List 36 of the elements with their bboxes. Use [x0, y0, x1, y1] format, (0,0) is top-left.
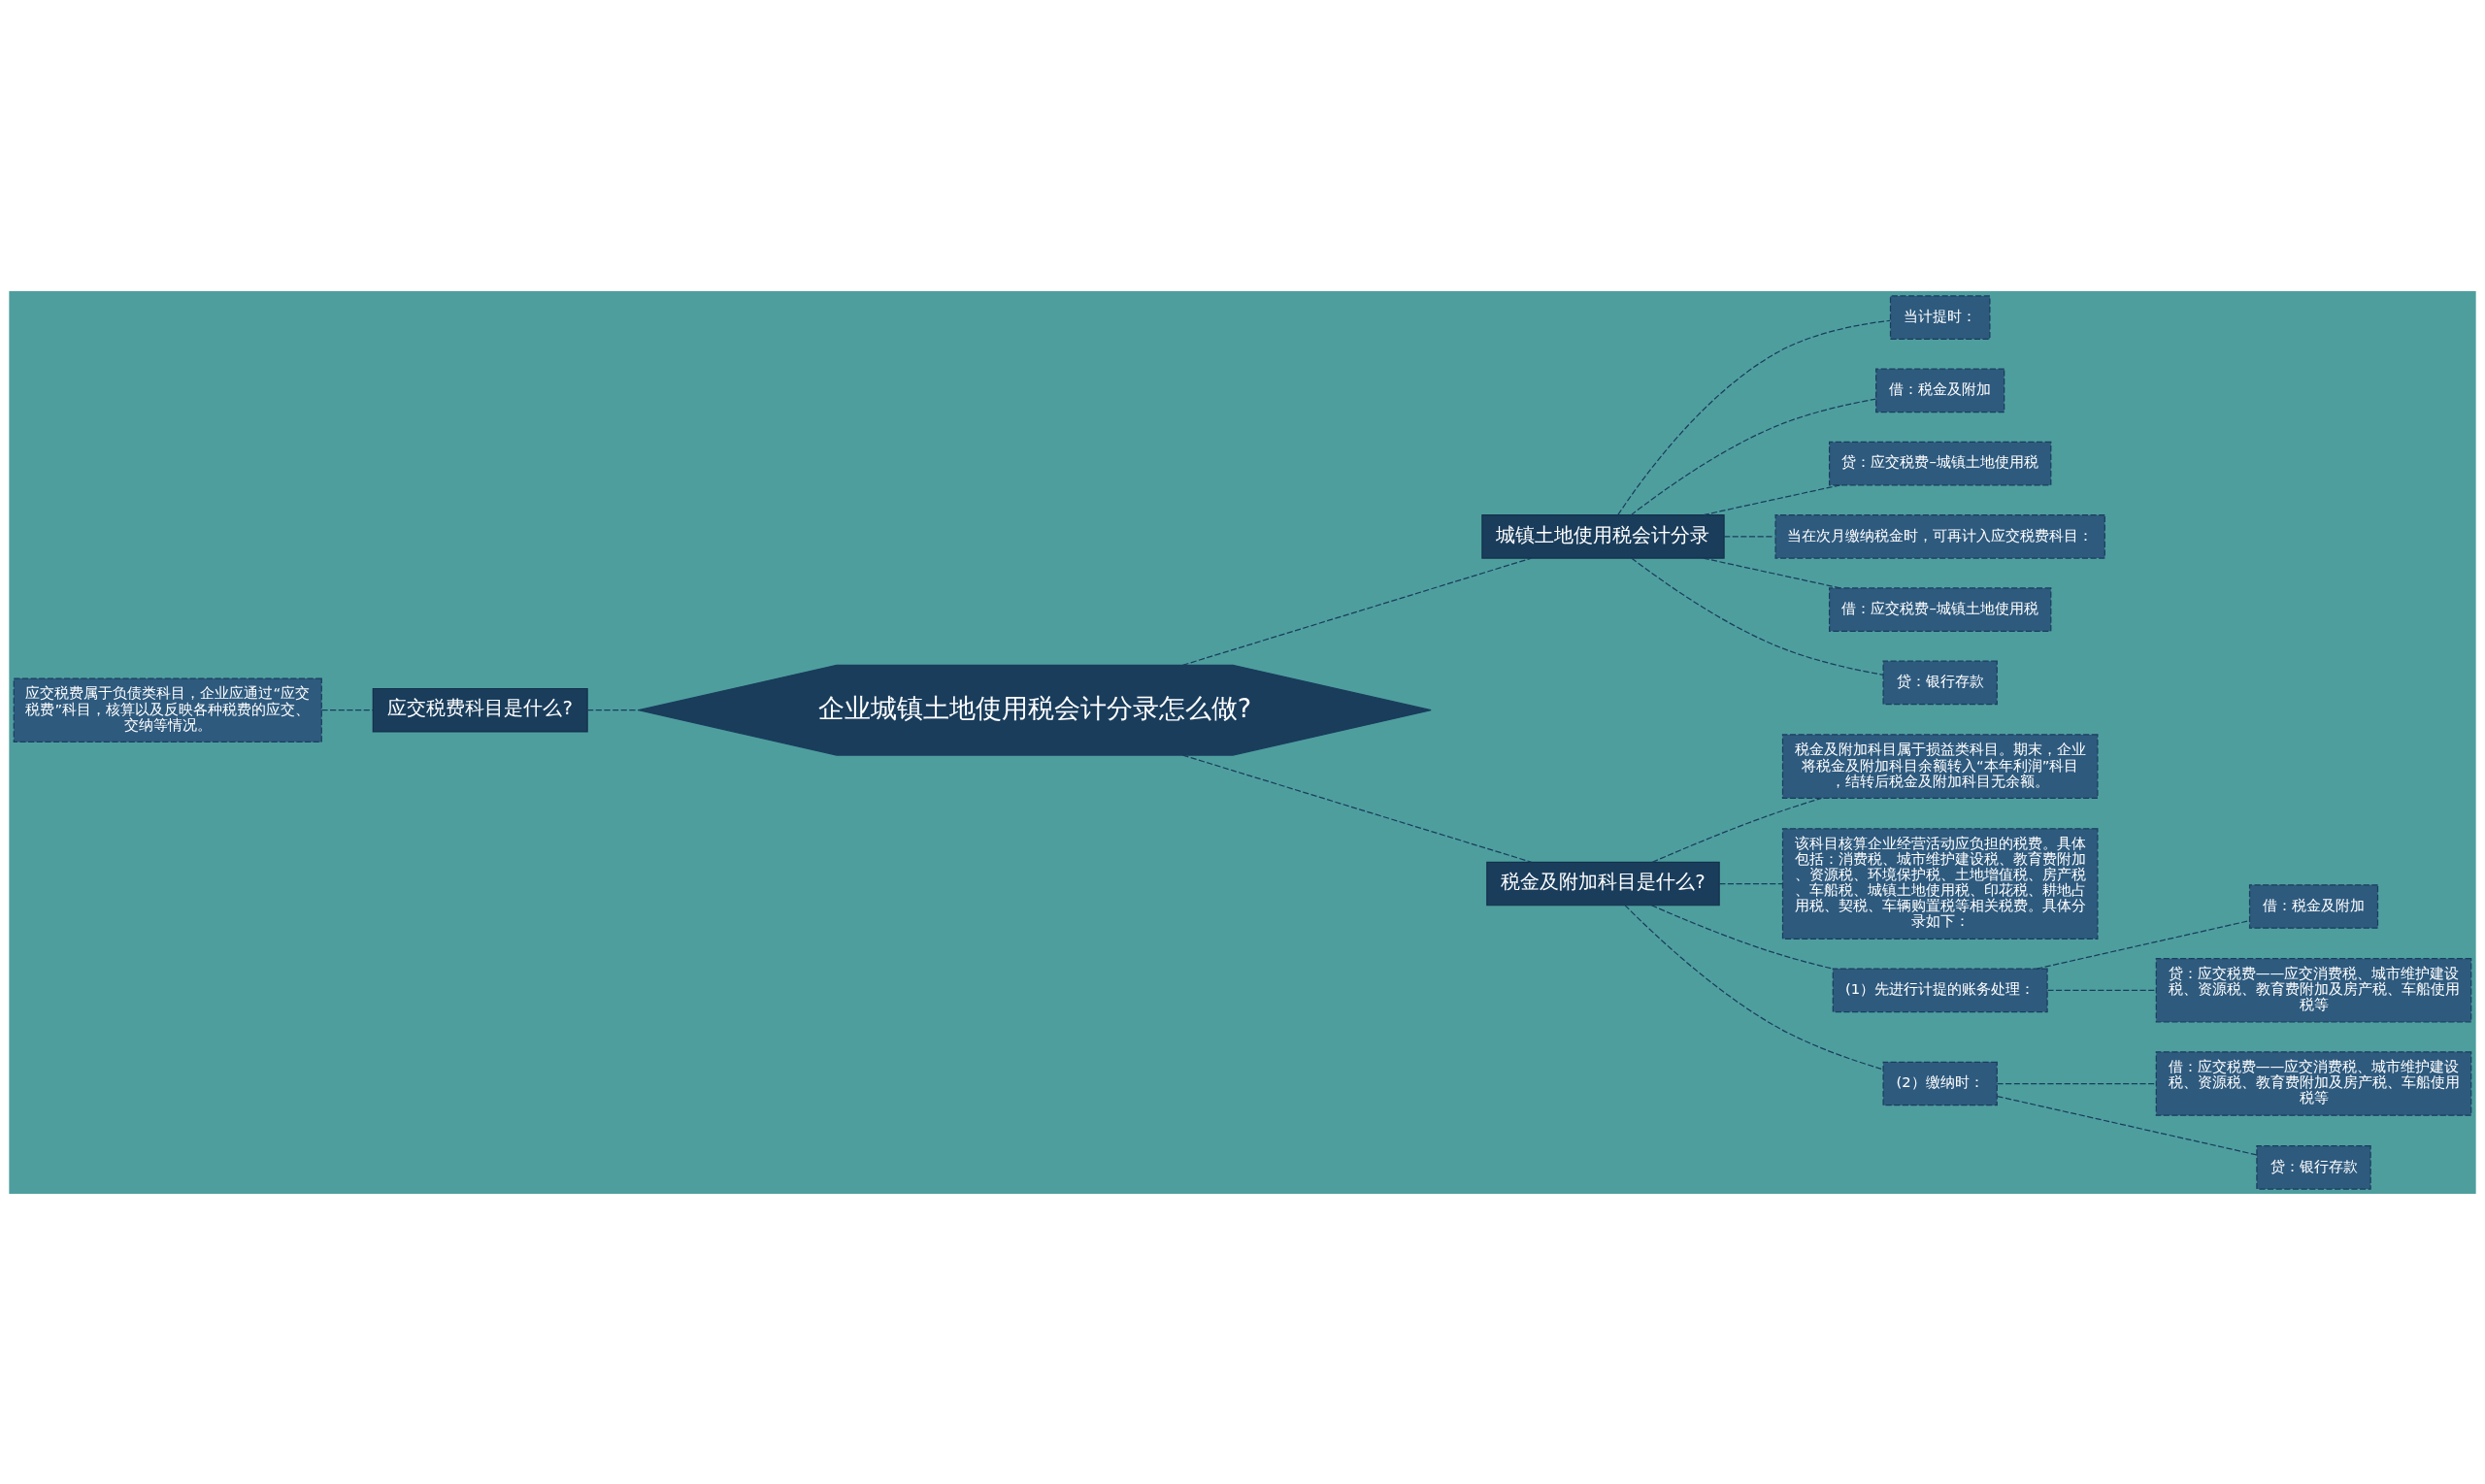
node-box: 贷：应交税费——应交消费税、城市维护建设税、资源税、教育费附加及房产税、车船使用税等: [2155, 957, 2472, 1023]
node-box: 借：应交税费–城镇土地使用税: [1829, 586, 2052, 632]
node-box: 税金及附加科目属于损益类科目。期末，企业将税金及附加科目余额转入“本年利润”科目，结转后税金及附加科目无余额。: [1781, 733, 2099, 799]
connector: [1703, 557, 1841, 588]
connector: [1723, 535, 1776, 537]
connector: [1650, 904, 1834, 970]
node-box: 应交税费科目是什么?: [372, 687, 588, 732]
connector: [586, 709, 640, 710]
node-box: 借：税金及附加: [1875, 368, 2005, 412]
connector: [1624, 904, 1884, 1070]
connector: [1181, 754, 1533, 863]
connector: [1718, 882, 1783, 884]
connector: [1181, 557, 1533, 666]
node-box: 应交税费属于负债类科目，企业应通过“应交税费”科目，核算以及反映各种税费的应交、交纳等情况。: [13, 676, 322, 742]
node-box: 税金及附加科目是什么?: [1486, 861, 1720, 906]
node-box: 借：应交税费——应交消费税、城市维护建设税、资源税、教育费附加及房产税、车船使用税等: [2155, 1050, 2472, 1116]
connector: [1630, 397, 1877, 515]
connector: [1617, 319, 1891, 515]
node-box: 借：税金及附加: [2248, 883, 2379, 929]
connector: [1703, 483, 1841, 515]
connector: [1996, 1082, 2157, 1084]
connector: [2036, 919, 2250, 970]
connector: [2046, 989, 2157, 991]
node-box: 当在次月缴纳税金时，可再计入应交税费科目：: [1774, 513, 2105, 559]
connector: [1631, 557, 1884, 676]
connector: [1996, 1095, 2258, 1155]
connector: [1651, 797, 1823, 863]
node-box: 贷：银行存款: [2256, 1144, 2371, 1190]
node-box: 城镇土地使用税会计分录: [1481, 513, 1725, 559]
node-box: 贷：银行存款: [1882, 660, 1998, 705]
node-box: 当计提时：: [1889, 294, 1991, 340]
node-box: (1）先进行计提的账务处理：: [1832, 968, 2048, 1012]
node-box: (2）缴纳时：: [1882, 1061, 1998, 1105]
connector: [320, 709, 374, 710]
node-box: 该科目核算企业经营活动应负担的税费。具体包括：消费税、城市维护建设税、教育费附加、资源税、环境保护税、土地增值税、房产税、车船税、城镇土地使用税、印花税、耕地占用税、契税、车辆购置税等相关税费。具体分录如下：: [1781, 827, 2099, 940]
node-box: 贷：应交税费–城镇土地使用税: [1829, 441, 2052, 485]
